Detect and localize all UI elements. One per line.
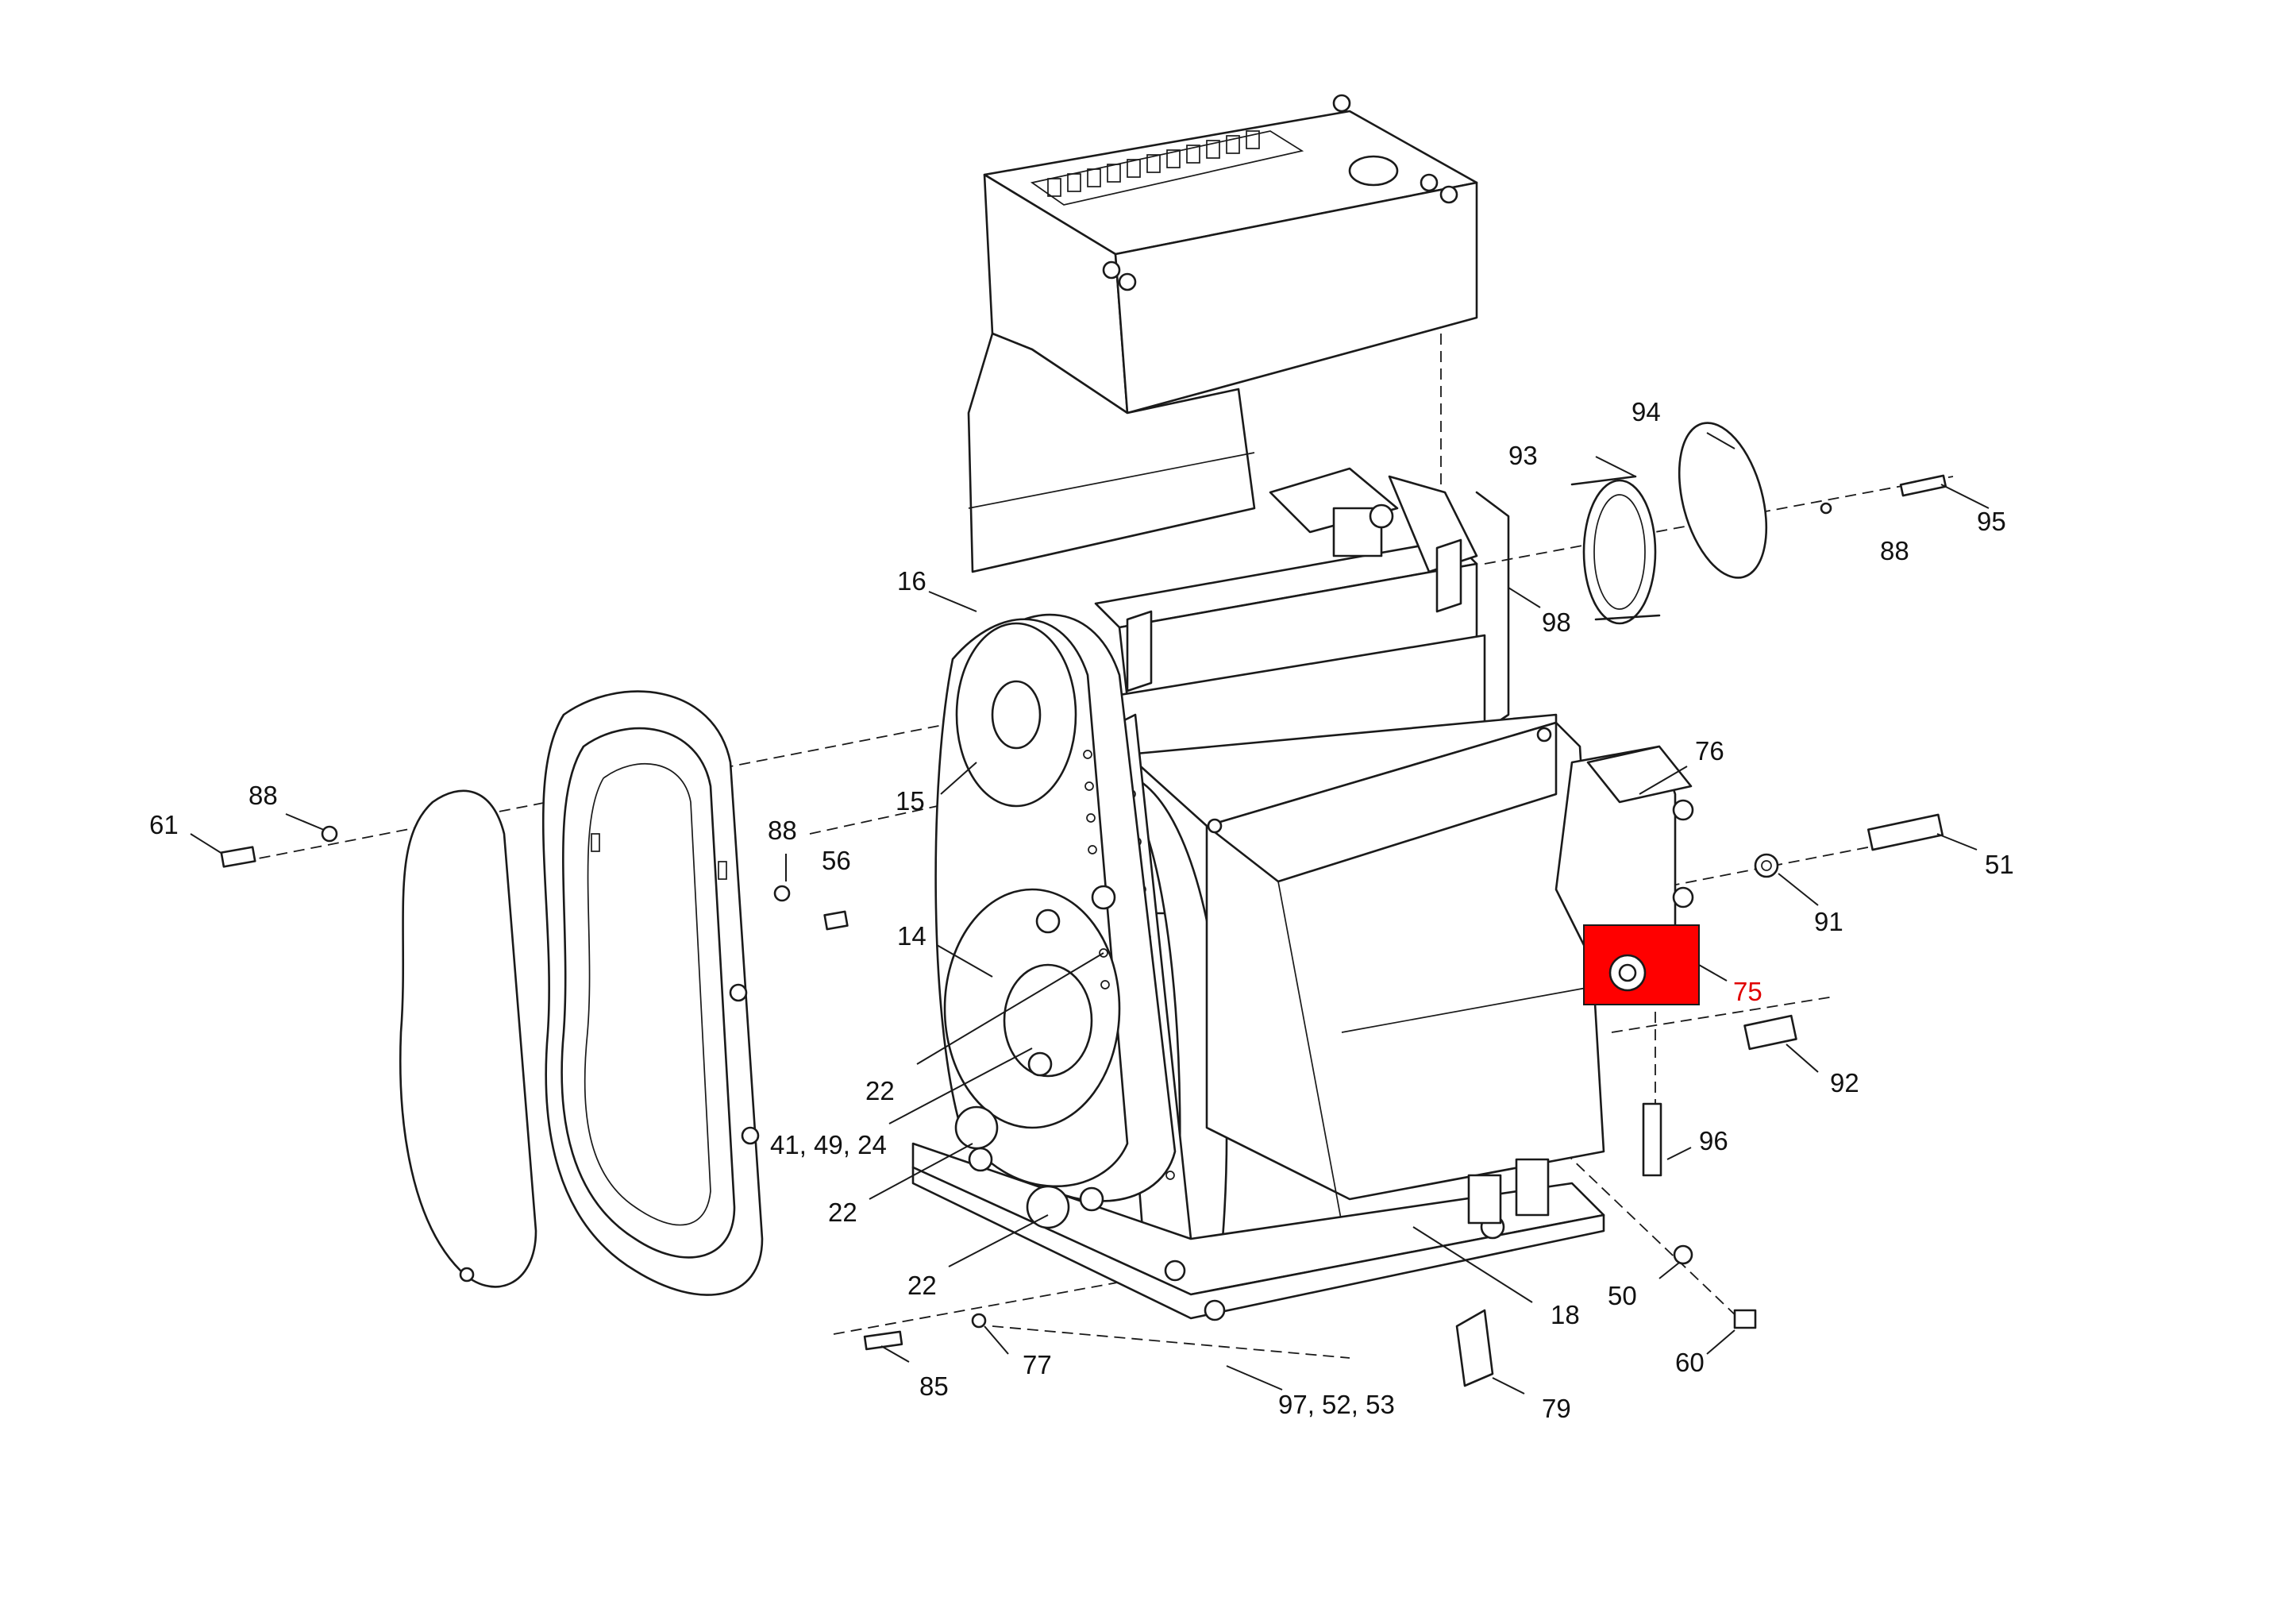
- leader-lines: [190, 432, 1990, 1394]
- callout-22: 22: [865, 1076, 895, 1105]
- outer-cover: [399, 789, 537, 1288]
- callout-51: 51: [1985, 850, 2014, 879]
- callout-56: 56: [822, 846, 851, 875]
- callout-85: 85: [919, 1371, 949, 1401]
- callout-22: 22: [828, 1198, 857, 1227]
- callout-98: 98: [1542, 608, 1571, 637]
- callout-93: 93: [1508, 441, 1538, 470]
- callout-15: 15: [896, 786, 925, 816]
- callout-88: 88: [248, 781, 278, 810]
- callout-94: 94: [1631, 397, 1661, 426]
- callout-88: 88: [1880, 536, 1909, 565]
- callout-95: 95: [1977, 507, 2006, 536]
- callout-50: 50: [1608, 1281, 1637, 1310]
- callout-76: 76: [1695, 736, 1724, 766]
- callout-91: 91: [1814, 907, 1843, 936]
- motor-assembly: [1554, 745, 1700, 1005]
- callout-88: 88: [768, 816, 797, 845]
- callout-75: 75: [1733, 977, 1762, 1006]
- callout-61: 61: [149, 810, 179, 839]
- fasteners: [220, 813, 1944, 1387]
- callout-41-49-24: 41, 49, 24: [770, 1130, 887, 1159]
- callout-14: 14: [897, 921, 926, 951]
- callout-60: 60: [1675, 1348, 1705, 1377]
- callout-96: 96: [1699, 1126, 1728, 1155]
- callout-18: 18: [1551, 1300, 1580, 1329]
- callout-79: 79: [1542, 1394, 1571, 1423]
- callout-labels: 16 15 14 22 41, 49, 24 22 22 88 61 88 56…: [149, 397, 2014, 1423]
- roller-parts: [1570, 422, 1947, 625]
- callout-22: 22: [907, 1271, 937, 1300]
- upper-frame: [1094, 467, 1510, 732]
- callout-16: 16: [897, 566, 926, 596]
- top-hopper-housing: [967, 94, 1478, 573]
- belt-guard: [541, 690, 764, 1296]
- callout-77: 77: [1023, 1350, 1052, 1379]
- pulley-belt-drive: [934, 613, 1177, 1229]
- callout-92: 92: [1830, 1068, 1859, 1097]
- callout-97-52-53: 97, 52, 53: [1278, 1390, 1395, 1419]
